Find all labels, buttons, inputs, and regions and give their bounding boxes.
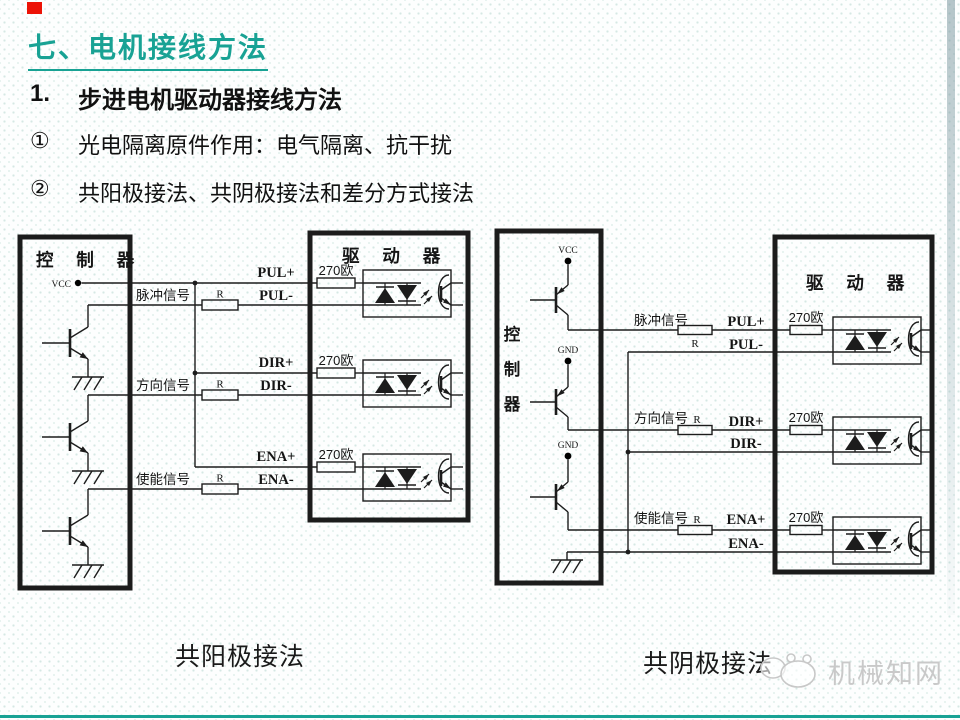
optocoupler xyxy=(361,452,465,503)
driver-label: 驱 动 器 xyxy=(806,273,913,293)
bullet-1: ① 光电隔离原件作用：电气隔离、抗干扰 xyxy=(30,128,452,160)
ohm-label: 270欧 xyxy=(319,263,354,278)
optocoupler xyxy=(831,415,935,466)
r-label: R xyxy=(693,514,701,526)
controller-label-char: 器 xyxy=(503,395,521,414)
ohm-label: 270欧 xyxy=(319,447,354,462)
pul-minus-label: PUL- xyxy=(259,288,293,304)
gnd-terminal xyxy=(564,452,572,460)
enable-signal-label: 使能信号 xyxy=(136,471,190,487)
vcc-terminal xyxy=(74,279,82,287)
caption-common-cathode: 共阴极接法 xyxy=(643,650,774,678)
resistor-270 xyxy=(789,524,823,536)
r-label: R xyxy=(216,473,224,485)
ohm-label: 270欧 xyxy=(789,410,824,425)
dir-plus-label: DIR+ xyxy=(259,355,294,371)
corner-red-square xyxy=(27,2,42,14)
direction-signal-label: 方向信号 xyxy=(634,411,688,426)
driver-box xyxy=(772,234,935,575)
ena-minus-label: ENA- xyxy=(728,536,764,552)
r-label: R xyxy=(216,289,224,301)
resistor-270 xyxy=(316,367,356,379)
gnd-terminal xyxy=(564,357,572,365)
ohm-label: 270欧 xyxy=(319,353,354,368)
bullet-2-text: 共阳极接法、共阴极接法和差分方式接法 xyxy=(78,181,475,206)
common-anode-circuit-diagram: 控 制 器 驱 动 器 VCC 270欧 PUL+ R PUL- 脉冲信号 27… xyxy=(17,230,471,591)
resistor-270 xyxy=(316,461,356,473)
optocoupler xyxy=(361,358,465,409)
common-cathode-circuit-diagram: 控 制 器 驱 动 器 VCC 脉冲信号 R 270欧 PUL+ PUL- GN… xyxy=(494,228,935,586)
transistor xyxy=(40,419,90,455)
ena-minus-label: ENA- xyxy=(258,472,294,488)
ena-plus-label: ENA+ xyxy=(727,512,766,528)
dir-minus-label: DIR- xyxy=(730,436,762,452)
controller-label-char: 制 xyxy=(504,359,521,379)
heading-1: 1. 步进电机驱动器接线方法 xyxy=(30,80,342,115)
caption-common-anode: 共阳极接法 xyxy=(175,643,306,671)
direction-signal-label: 方向信号 xyxy=(136,378,190,393)
enable-signal-label: 使能信号 xyxy=(634,510,688,526)
resistor-270 xyxy=(789,324,823,336)
pul-plus-label: PUL+ xyxy=(727,314,764,330)
vcc-terminal xyxy=(564,257,572,265)
ground-symbol xyxy=(71,470,105,485)
optocoupler xyxy=(831,315,935,366)
controller-box xyxy=(17,234,133,591)
transistor xyxy=(40,513,90,549)
transistor xyxy=(40,325,90,361)
pulse-signal-label: 脉冲信号 xyxy=(136,288,190,303)
resistor-r xyxy=(677,524,713,536)
resistor-270 xyxy=(789,424,823,436)
watermark-logo-icon xyxy=(760,653,816,688)
bottom-accent-line xyxy=(0,715,960,718)
heading-text: 步进电机驱动器接线方法 xyxy=(78,87,342,114)
driver-label: 驱 动 器 xyxy=(342,246,449,266)
bullet-1-marker: ① xyxy=(30,128,50,153)
controller-box xyxy=(494,228,604,586)
transistor xyxy=(528,385,570,419)
ground-symbol xyxy=(71,376,105,391)
optocoupler xyxy=(831,515,935,566)
resistor-r xyxy=(677,424,713,436)
resistor-r xyxy=(201,483,239,495)
pul-minus-label: PUL- xyxy=(729,337,763,353)
transistor xyxy=(528,283,570,317)
resistor-270 xyxy=(316,277,356,289)
controller-label: 控 制 器 xyxy=(36,250,143,270)
bullet-2-marker: ② xyxy=(30,176,50,201)
resistor-r xyxy=(201,299,239,311)
pul-plus-label: PUL+ xyxy=(257,265,294,281)
gnd-label: GND xyxy=(558,441,579,451)
r-label: R xyxy=(691,338,699,350)
dir-plus-label: DIR+ xyxy=(729,414,764,430)
heading-number: 1. xyxy=(30,80,51,107)
ohm-label: 270欧 xyxy=(789,310,824,325)
ground-symbol xyxy=(550,559,584,574)
transistor xyxy=(528,480,570,514)
vcc-label: VCC xyxy=(558,246,578,256)
r-label: R xyxy=(693,414,701,426)
dir-minus-label: DIR- xyxy=(260,378,292,394)
watermark: 机械知网 xyxy=(760,650,944,692)
vcc-label: VCC xyxy=(51,280,71,290)
bullet-1-text: 光电隔离原件作用：电气隔离、抗干扰 xyxy=(78,133,453,158)
right-edge-bar xyxy=(947,0,955,615)
optocoupler xyxy=(361,268,465,319)
bullet-2: ② 共阳极接法、共阴极接法和差分方式接法 xyxy=(30,176,474,208)
driver-box xyxy=(307,230,471,523)
gnd-label: GND xyxy=(558,346,579,356)
watermark-text: 机械知网 xyxy=(828,658,944,689)
r-label: R xyxy=(216,379,224,391)
resistor-r xyxy=(201,389,239,401)
ground-symbol xyxy=(71,564,105,579)
ena-plus-label: ENA+ xyxy=(257,449,296,465)
page-title: 七、电机接线方法 xyxy=(28,26,269,71)
controller-label-char: 控 xyxy=(504,324,521,344)
ohm-label: 270欧 xyxy=(789,510,824,525)
pulse-signal-label: 脉冲信号 xyxy=(634,313,688,328)
